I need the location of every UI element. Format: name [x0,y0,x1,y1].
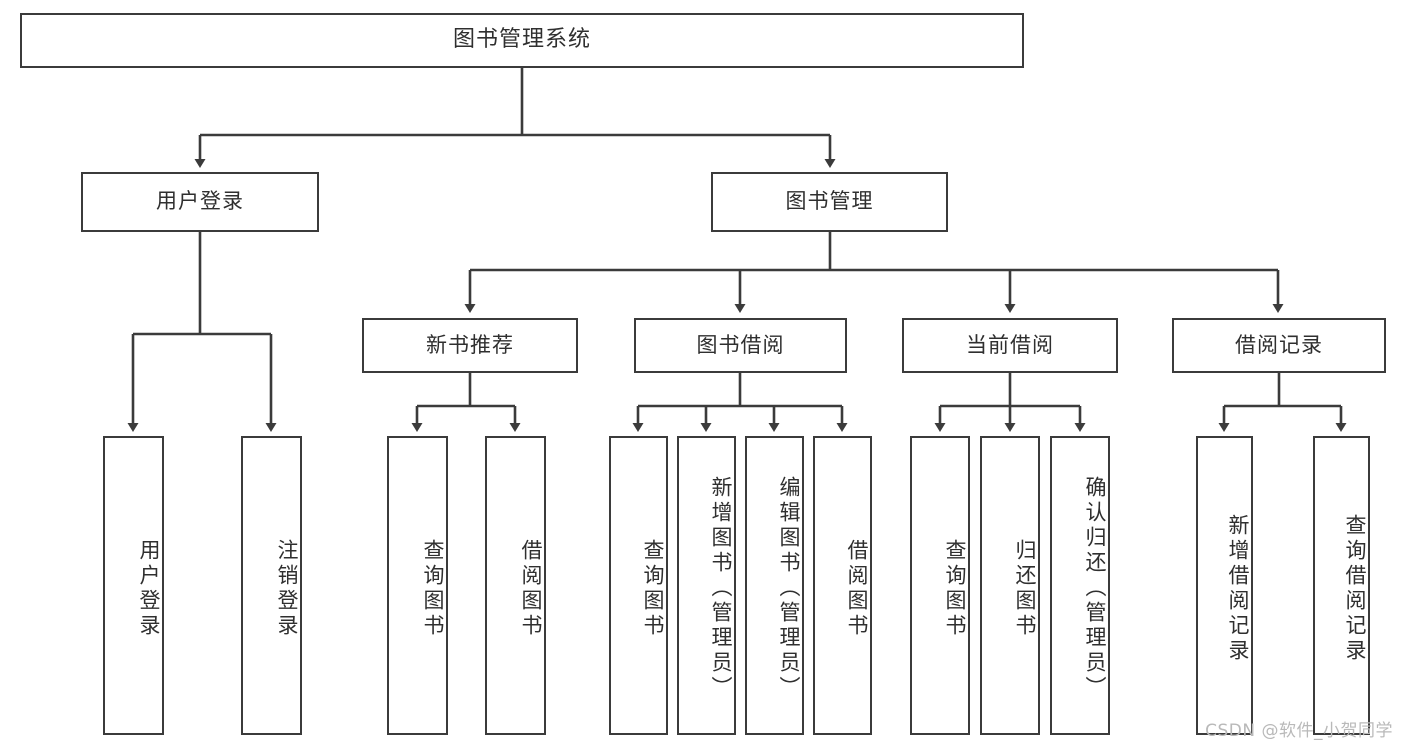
node-label: 查询图书 [943,538,967,639]
node-label: 用户登录 [137,538,161,639]
node-root-system[interactable]: 图书管理系统 [20,13,1024,68]
leaf-borrow-book-2[interactable]: 借阅图书 [813,436,872,735]
node-user-login[interactable]: 用户登录 [81,172,319,232]
node-label: 用户登录 [156,189,244,214]
node-label: 查询图书 [421,538,445,639]
node-label: 当前借阅 [966,332,1054,357]
node-label: 图书借阅 [696,332,785,357]
node-label: 新增图书（管理员） [709,476,733,701]
node-label: 图书管理系统 [452,27,591,53]
leaf-borrow-book-1[interactable]: 借阅图书 [485,436,546,735]
node-label: 编辑图书（管理员） [777,476,801,701]
node-label: 借阅图书 [519,538,543,639]
node-book-borrow[interactable]: 图书借阅 [634,318,847,373]
node-current-borrow[interactable]: 当前借阅 [902,318,1118,373]
leaf-confirm-return-admin[interactable]: 确认归还（管理员） [1050,436,1110,735]
node-label: 借阅图书 [845,538,869,639]
leaf-query-borrow-record[interactable]: 查询借阅记录 [1313,436,1370,735]
leaf-edit-book-admin[interactable]: 编辑图书（管理员） [745,436,804,735]
leaf-query-book-2[interactable]: 查询图书 [609,436,668,735]
node-label: 归还图书 [1013,538,1037,639]
node-borrow-record[interactable]: 借阅记录 [1172,318,1386,373]
leaf-add-book-admin[interactable]: 新增图书（管理员） [677,436,736,735]
csdn-watermark: CSDN @软件_小贺同学 [1205,721,1393,741]
node-label: 注销登录 [275,538,299,639]
node-label: 图书管理 [785,189,874,214]
node-new-book-recommend[interactable]: 新书推荐 [362,318,578,373]
leaf-query-book-1[interactable]: 查询图书 [387,436,448,735]
node-label: 新书推荐 [426,332,514,357]
leaf-add-borrow-record[interactable]: 新增借阅记录 [1196,436,1253,735]
node-label: 查询借阅记录 [1343,513,1367,664]
node-label: 查询图书 [641,538,665,639]
leaf-query-book-3[interactable]: 查询图书 [910,436,970,735]
node-label: 新增借阅记录 [1226,513,1250,664]
node-book-manage[interactable]: 图书管理 [711,172,948,232]
node-label: 确认归还（管理员） [1083,476,1107,701]
leaf-user-logout[interactable]: 注销登录 [241,436,302,735]
leaf-user-login[interactable]: 用户登录 [103,436,164,735]
leaf-return-book[interactable]: 归还图书 [980,436,1040,735]
node-label: 借阅记录 [1235,332,1323,357]
